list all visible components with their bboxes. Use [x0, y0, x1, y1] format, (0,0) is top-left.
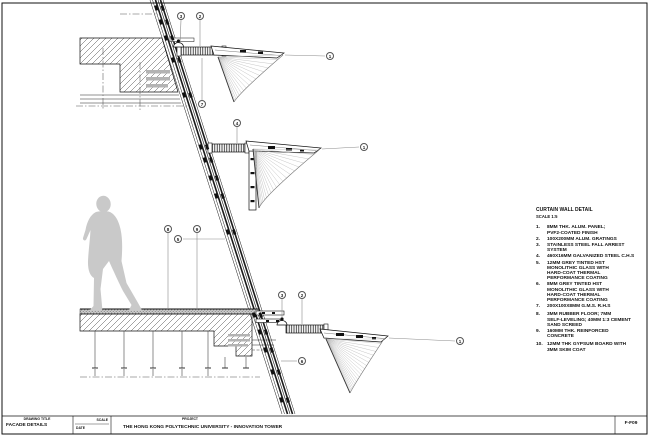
note-item: 2.100X200MM ALUM. GRATINGS: [536, 236, 617, 242]
note-item: 4.460X16MM GALVANIZED STEEL C.H.S: [536, 254, 635, 260]
callout-balloon: 3: [177, 12, 185, 20]
generated-detail-graphics: [76, 5, 385, 403]
callout-balloon: 5: [174, 235, 182, 243]
upper-fin: [210, 45, 285, 59]
notes-title: CURTAIN WALL DETAIL: [536, 207, 593, 213]
lower-floor-slab: [79, 308, 276, 357]
callout-balloon: 3: [278, 291, 286, 299]
fall-arrest-knob: [280, 317, 284, 321]
note-item: 5.12MM GREY TINTED HST MONOLITHIC GLASS …: [536, 260, 609, 282]
fall-arrest-knob: [176, 39, 181, 43]
notes-subtitle: SCALE 1:5: [536, 214, 558, 220]
callout-balloon: 1: [326, 52, 334, 60]
lower-walkway: [276, 317, 329, 335]
scale-figure: [82, 195, 143, 311]
callout-balloon: 1: [360, 143, 368, 151]
note-item: 3.STAINLESS STEEL FALL ARREST SYSTEM: [536, 243, 625, 254]
callout-balloon: 4: [233, 119, 241, 127]
sheet-number: F-F09: [624, 421, 638, 426]
drawing-title-label: DRAWING TITLE: [23, 417, 51, 421]
callout-balloon: 1: [456, 337, 464, 345]
callout-balloon: 2: [196, 12, 204, 20]
note-item: 9.160MM THK. REINFORCED CONCRETE: [536, 329, 609, 340]
note-item: 8.3MM RUBBER FLOOR; 7MM SELF-LEVELING; 4…: [536, 312, 631, 328]
scale-label: SCALE: [96, 417, 109, 422]
leader-lines: [167, 19, 456, 362]
notes-block: CURTAIN WALL DETAIL SCALE 1:5 1.8MM THK.…: [536, 207, 644, 354]
note-item: 6.8MM GREY TINTED HST MONOLITHIC GLASS W…: [536, 282, 609, 304]
callout-balloon: 2: [298, 291, 306, 299]
date-label: DATE: [76, 426, 85, 430]
callout-balloon: 6: [298, 357, 306, 365]
callout-balloon: 8: [164, 225, 172, 233]
project-title: THE HONG KONG POLYTECHNIC UNIVERSITY - I…: [123, 424, 283, 430]
title-block-lines: [2, 415, 647, 434]
callout-balloon: 7: [198, 100, 206, 108]
drawing-title: FACADE DETAILS: [6, 423, 48, 428]
note-item: 1.8MM THK. ALUM. PANEL; PVF2-COATED FINI…: [536, 225, 606, 236]
project-label: PROJECT: [181, 417, 198, 421]
note-item: 10.12MM THK GYPSUM BOARD WITH 3MM SKIM C…: [536, 342, 627, 353]
fall-arrest-dome: [173, 42, 184, 48]
note-item: 7.200X100X8MM G.M.S. R.H.S: [536, 304, 611, 310]
lower-fin: [319, 328, 389, 343]
upper-floor-slab: [79, 37, 181, 104]
fall-arrest-dome: [276, 320, 288, 326]
callout-balloon: 9: [193, 225, 201, 233]
